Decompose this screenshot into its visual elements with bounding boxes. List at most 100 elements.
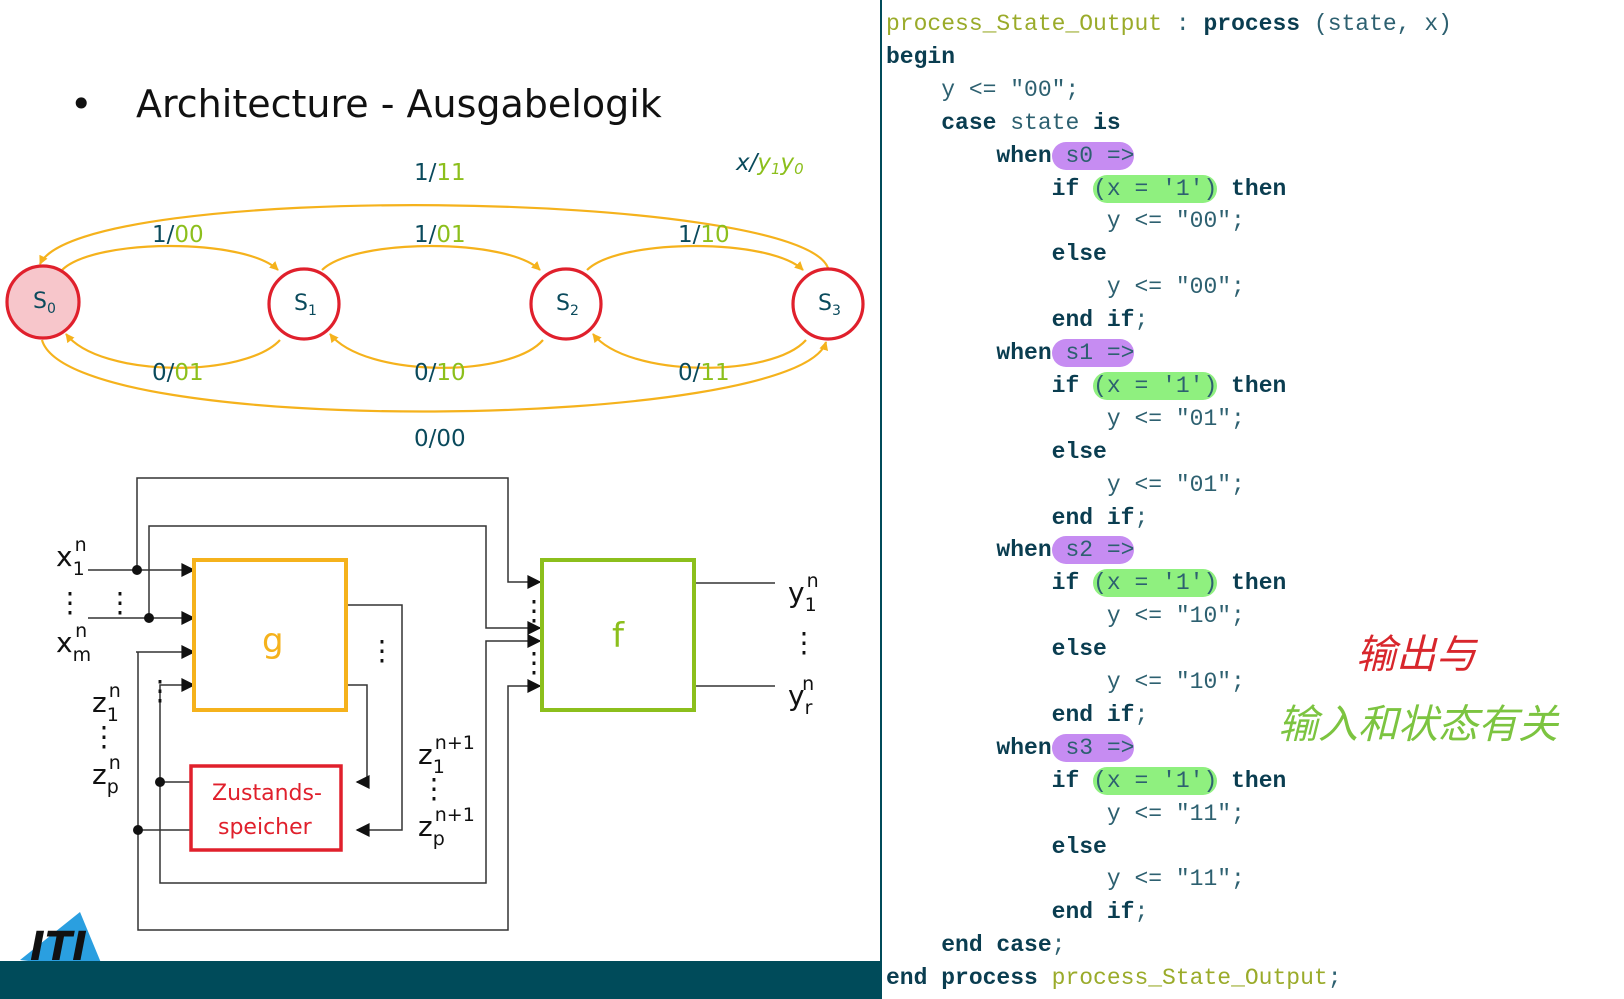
code-token: (state, x) (1300, 11, 1452, 37)
code-token (886, 636, 1052, 662)
junction-dot-x1 (132, 565, 142, 575)
transition-label-s2-s1: 0/10 (414, 360, 466, 386)
code-line: y <= "00"; (886, 205, 1245, 238)
transition-label-s3-s2: 0/11 (678, 360, 730, 386)
code-token: if (1051, 570, 1080, 597)
code-token: then (1231, 175, 1287, 202)
code-token: else (1051, 636, 1107, 663)
code-token (886, 768, 1052, 794)
transition-label-s1-s2: 1/01 (414, 222, 466, 248)
transition-label-s3-s0: 1/11 (414, 160, 466, 186)
code-token (886, 834, 1052, 860)
code-token: ; (1134, 899, 1149, 926)
code-token: when (996, 734, 1052, 761)
code-token (1079, 570, 1093, 596)
code-line: y <= "01"; (886, 403, 1245, 436)
code-line: y <= "00"; (886, 74, 1079, 107)
code-token: case (941, 109, 997, 136)
dots-z-wires: ⋮ (146, 674, 174, 707)
code-token: if (1051, 372, 1080, 399)
dots-y-outputs: ⋮ (790, 626, 818, 659)
code-token (886, 307, 1052, 333)
code-line: y <= "11"; (886, 798, 1245, 831)
dots-z-inputs: ⋮ (90, 720, 118, 753)
code-token (886, 735, 996, 761)
code-token (886, 143, 996, 169)
code-line: when s0 => (886, 140, 1135, 173)
transition-arrow-s3-s0 (39, 204, 830, 269)
code-line: if (x = '1') then (886, 173, 1286, 206)
code-token: process_State_Output (1051, 965, 1328, 992)
code-token: y <= "00"; (886, 76, 1080, 103)
junction-dot-z1 (155, 777, 165, 787)
next-state-z1-label: z1n+1 (418, 732, 475, 778)
code-token: else (1051, 241, 1107, 268)
code-token: ; (1134, 701, 1149, 728)
code-token: y <= "01"; (886, 471, 1245, 498)
junction-dot-xm (144, 613, 154, 623)
transition-arrow-s0-s3 (40, 339, 828, 413)
code-token: else (1051, 833, 1107, 860)
code-line: end if; (886, 502, 1149, 535)
condition-highlight: (x = '1') (1093, 174, 1218, 203)
transition-arrow-s1-s0 (65, 333, 281, 369)
dots-x-inputs: ⋮ (56, 586, 84, 619)
code-token (886, 373, 1052, 399)
handwritten-note-line2: 输入和状态有关 (1278, 702, 1560, 748)
code-line: y <= "00"; (886, 271, 1245, 304)
state-memory-block (189, 764, 343, 852)
state-z1-label: z1n (92, 680, 121, 726)
transition-label-s0-s1: 1/00 (152, 222, 204, 248)
dots-f-inputs-lower: ⋮ (520, 646, 548, 679)
state-s1 (267, 267, 341, 341)
code-line: else (886, 633, 1107, 666)
code-token: is (1093, 109, 1121, 136)
condition-highlight: (x = '1') (1093, 766, 1218, 795)
code-line: when s1 => (886, 337, 1135, 370)
code-token (1217, 768, 1231, 794)
function-block-g (192, 558, 348, 712)
code-token: ; (1134, 307, 1149, 334)
case-highlight: s0 => (1051, 141, 1135, 170)
input-xm-label: xmn (56, 620, 91, 666)
code-token: end if (1051, 504, 1135, 531)
dots-g-outputs: ⋮ (368, 634, 396, 667)
code-line: process_State_Output : process (state, x… (886, 8, 1452, 41)
code-token: y <= "11"; (886, 866, 1245, 893)
input-x1-label: x1n (56, 534, 87, 580)
code-line: y <= "10"; (886, 600, 1245, 633)
handwritten-note-line1: 输出与 (1356, 632, 1479, 678)
state-label-s0: S0 (33, 289, 56, 317)
code-token (886, 176, 1052, 202)
code-token: then (1231, 767, 1287, 794)
code-token (1217, 570, 1231, 596)
code-token: end process (886, 965, 1038, 992)
code-line: if (x = '1') then (886, 370, 1286, 403)
fsm-diagram (5, 204, 865, 413)
state-zp-label: zpn (92, 752, 121, 798)
code-token (886, 340, 996, 366)
code-token (886, 932, 941, 958)
code-line: else (886, 436, 1107, 469)
state-s3 (791, 267, 865, 341)
code-line: y <= "10"; (886, 666, 1245, 699)
code-line: end if; (886, 699, 1149, 732)
dots-x-wires: ⋮ (106, 586, 134, 619)
code-token (1217, 373, 1231, 399)
slide-title-text: Architecture - Ausgabelogik (136, 82, 662, 126)
code-token: end case (941, 932, 1052, 959)
code-token (886, 537, 996, 563)
state-memory-line1: Zustands- (212, 781, 322, 806)
condition-highlight: (x = '1') (1093, 569, 1218, 598)
dots-z-next: ⋮ (420, 772, 448, 805)
code-token: process_State_Output (886, 11, 1163, 37)
code-token (1079, 768, 1093, 794)
code-line: when s2 => (886, 534, 1135, 567)
code-line: end case; (886, 929, 1065, 962)
code-token (1217, 176, 1231, 202)
code-token: when (996, 142, 1052, 169)
case-highlight: s1 => (1051, 339, 1135, 367)
code-token: ; (1134, 504, 1149, 531)
transition-label-s0-s3: 0/00 (414, 426, 466, 452)
code-line: begin (886, 41, 955, 74)
